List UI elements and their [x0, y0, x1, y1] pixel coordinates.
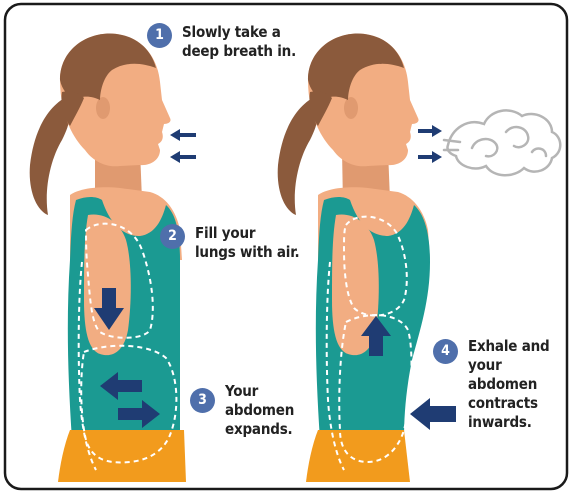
- step-1-line: deep breath in.: [182, 42, 296, 61]
- step-2-badge: 2: [160, 224, 185, 249]
- step-4-line: contracts: [468, 394, 549, 413]
- step-4-line: inwards.: [468, 413, 549, 432]
- step-3-line: abdomen: [225, 401, 294, 420]
- step-3-text: Your abdomen expands.: [225, 382, 294, 439]
- step-4-line: Exhale and: [468, 337, 549, 356]
- step-3-line: Your: [225, 382, 294, 401]
- step-1: 1 Slowly take a deep breath in.: [147, 23, 296, 61]
- step-3: 3 Your abdomen expands.: [190, 382, 294, 439]
- step-3-badge: 3: [190, 388, 215, 413]
- step-2-line: Fill your: [195, 224, 299, 243]
- step-1-text: Slowly take a deep breath in.: [182, 23, 296, 61]
- step-4-line: your: [468, 356, 549, 375]
- step-2-line: lungs with air.: [195, 243, 299, 262]
- step-1-line: Slowly take a: [182, 23, 296, 42]
- step-4-text: Exhale and your abdomen contracts inward…: [468, 337, 549, 432]
- step-2-text: Fill your lungs with air.: [195, 224, 299, 262]
- step-4-badge: 4: [433, 339, 458, 364]
- step-4-line: abdomen: [468, 375, 549, 394]
- step-2: 2 Fill your lungs with air.: [160, 224, 299, 262]
- step-4: 4 Exhale and your abdomen contracts inwa…: [433, 337, 549, 432]
- step-1-badge: 1: [147, 23, 172, 48]
- step-3-line: expands.: [225, 420, 294, 439]
